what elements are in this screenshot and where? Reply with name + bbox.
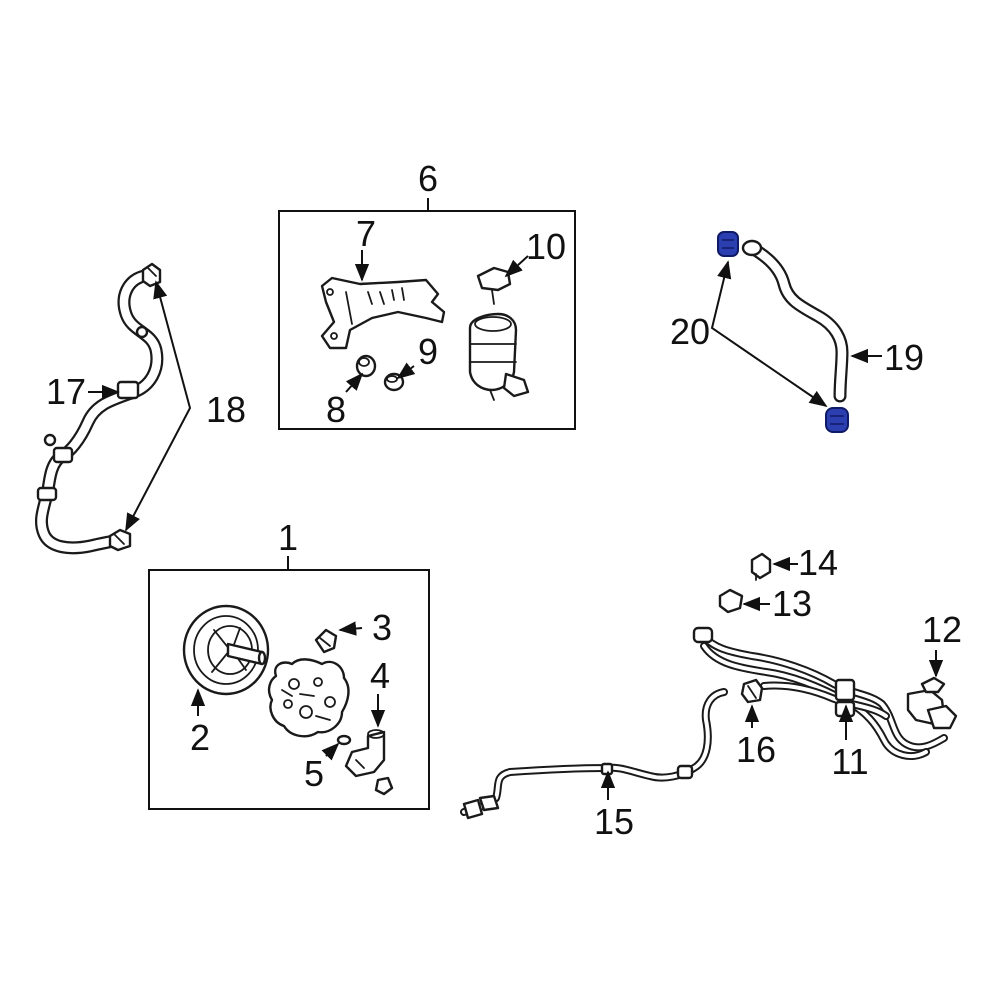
callout-8-leader (345, 372, 364, 393)
bolt-14[interactable] (750, 552, 772, 581)
callout-6[interactable]: 6 (418, 158, 438, 199)
hose-clamp-20-lower[interactable] (825, 407, 849, 433)
callout-18-leader (125, 280, 192, 532)
reservoir-cap-10[interactable] (476, 266, 512, 305)
hose-19[interactable] (741, 239, 849, 403)
callout-14[interactable]: 14 (798, 542, 838, 583)
grommet-8[interactable] (355, 354, 377, 378)
hose-clamp-20-upper[interactable] (717, 231, 739, 257)
callout-10-leader (504, 255, 529, 278)
hose-clamp-18-lower[interactable] (108, 528, 132, 552)
pressure-line-11[interactable] (692, 626, 958, 760)
callout-9-leader (396, 362, 416, 380)
reservoir-bracket-7[interactable] (320, 276, 446, 350)
callout-20-leader (710, 260, 828, 408)
callout-20[interactable]: 20 (670, 311, 710, 352)
callout-5[interactable]: 5 (304, 753, 324, 794)
callout-3-leader (338, 621, 363, 636)
callout-13[interactable]: 13 (772, 583, 812, 624)
callout-3[interactable]: 3 (372, 607, 392, 648)
o-ring-5[interactable] (336, 734, 352, 746)
callout-4[interactable]: 4 (370, 655, 390, 696)
clip-12[interactable] (920, 676, 946, 694)
clamp-16[interactable] (740, 678, 764, 704)
callout-2[interactable]: 2 (190, 717, 210, 758)
callout-19[interactable]: 19 (884, 337, 924, 378)
callout-1[interactable]: 1 (278, 517, 298, 558)
callout-10[interactable]: 10 (526, 226, 566, 267)
clip-13[interactable] (718, 588, 744, 614)
callout-11[interactable]: 11 (831, 741, 868, 782)
callout-12[interactable]: 12 (922, 609, 962, 650)
callout-7[interactable]: 7 (356, 213, 376, 254)
pressure-switch-3[interactable] (314, 628, 338, 654)
return-line-15[interactable] (460, 688, 728, 820)
callout-16[interactable]: 16 (736, 729, 776, 770)
hose-clamp-18-upper[interactable] (141, 262, 162, 288)
callout-9[interactable]: 9 (418, 331, 438, 372)
callout-17[interactable]: 17 (46, 371, 86, 412)
callout-15[interactable]: 15 (594, 801, 634, 842)
pump-body[interactable] (267, 658, 350, 738)
callout-5-leader (321, 742, 340, 761)
callout-8[interactable]: 8 (326, 389, 346, 430)
callout-18[interactable]: 18 (206, 389, 246, 430)
suction-port-4[interactable] (344, 729, 386, 778)
bolt-small[interactable] (374, 776, 394, 796)
reservoir-tank[interactable] (468, 312, 530, 401)
pump-pulley-2[interactable] (182, 604, 270, 696)
